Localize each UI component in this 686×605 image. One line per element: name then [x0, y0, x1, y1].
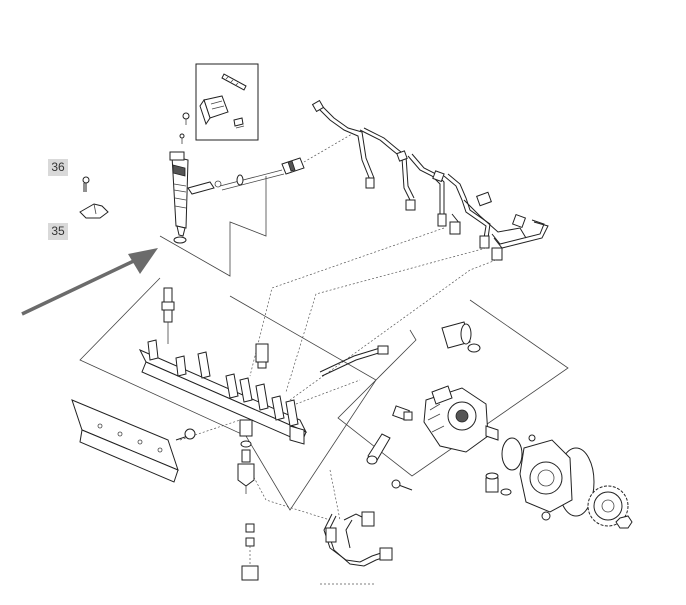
callout-label-36: 36 — [48, 159, 68, 176]
leader-lines — [180, 228, 496, 520]
injector-assembly — [160, 134, 266, 276]
high-pressure-pipes — [313, 101, 548, 260]
cover-plate — [72, 400, 195, 482]
callout-parts — [80, 177, 108, 218]
common-rail-assembly — [80, 278, 388, 510]
callout-label-35: 35 — [48, 223, 68, 240]
low-pressure-lines — [242, 512, 392, 584]
pointer-arrow — [22, 248, 158, 314]
connector-inset — [183, 64, 258, 140]
injector-feed-pipe — [220, 134, 352, 190]
high-pressure-pump-assembly — [338, 300, 632, 528]
